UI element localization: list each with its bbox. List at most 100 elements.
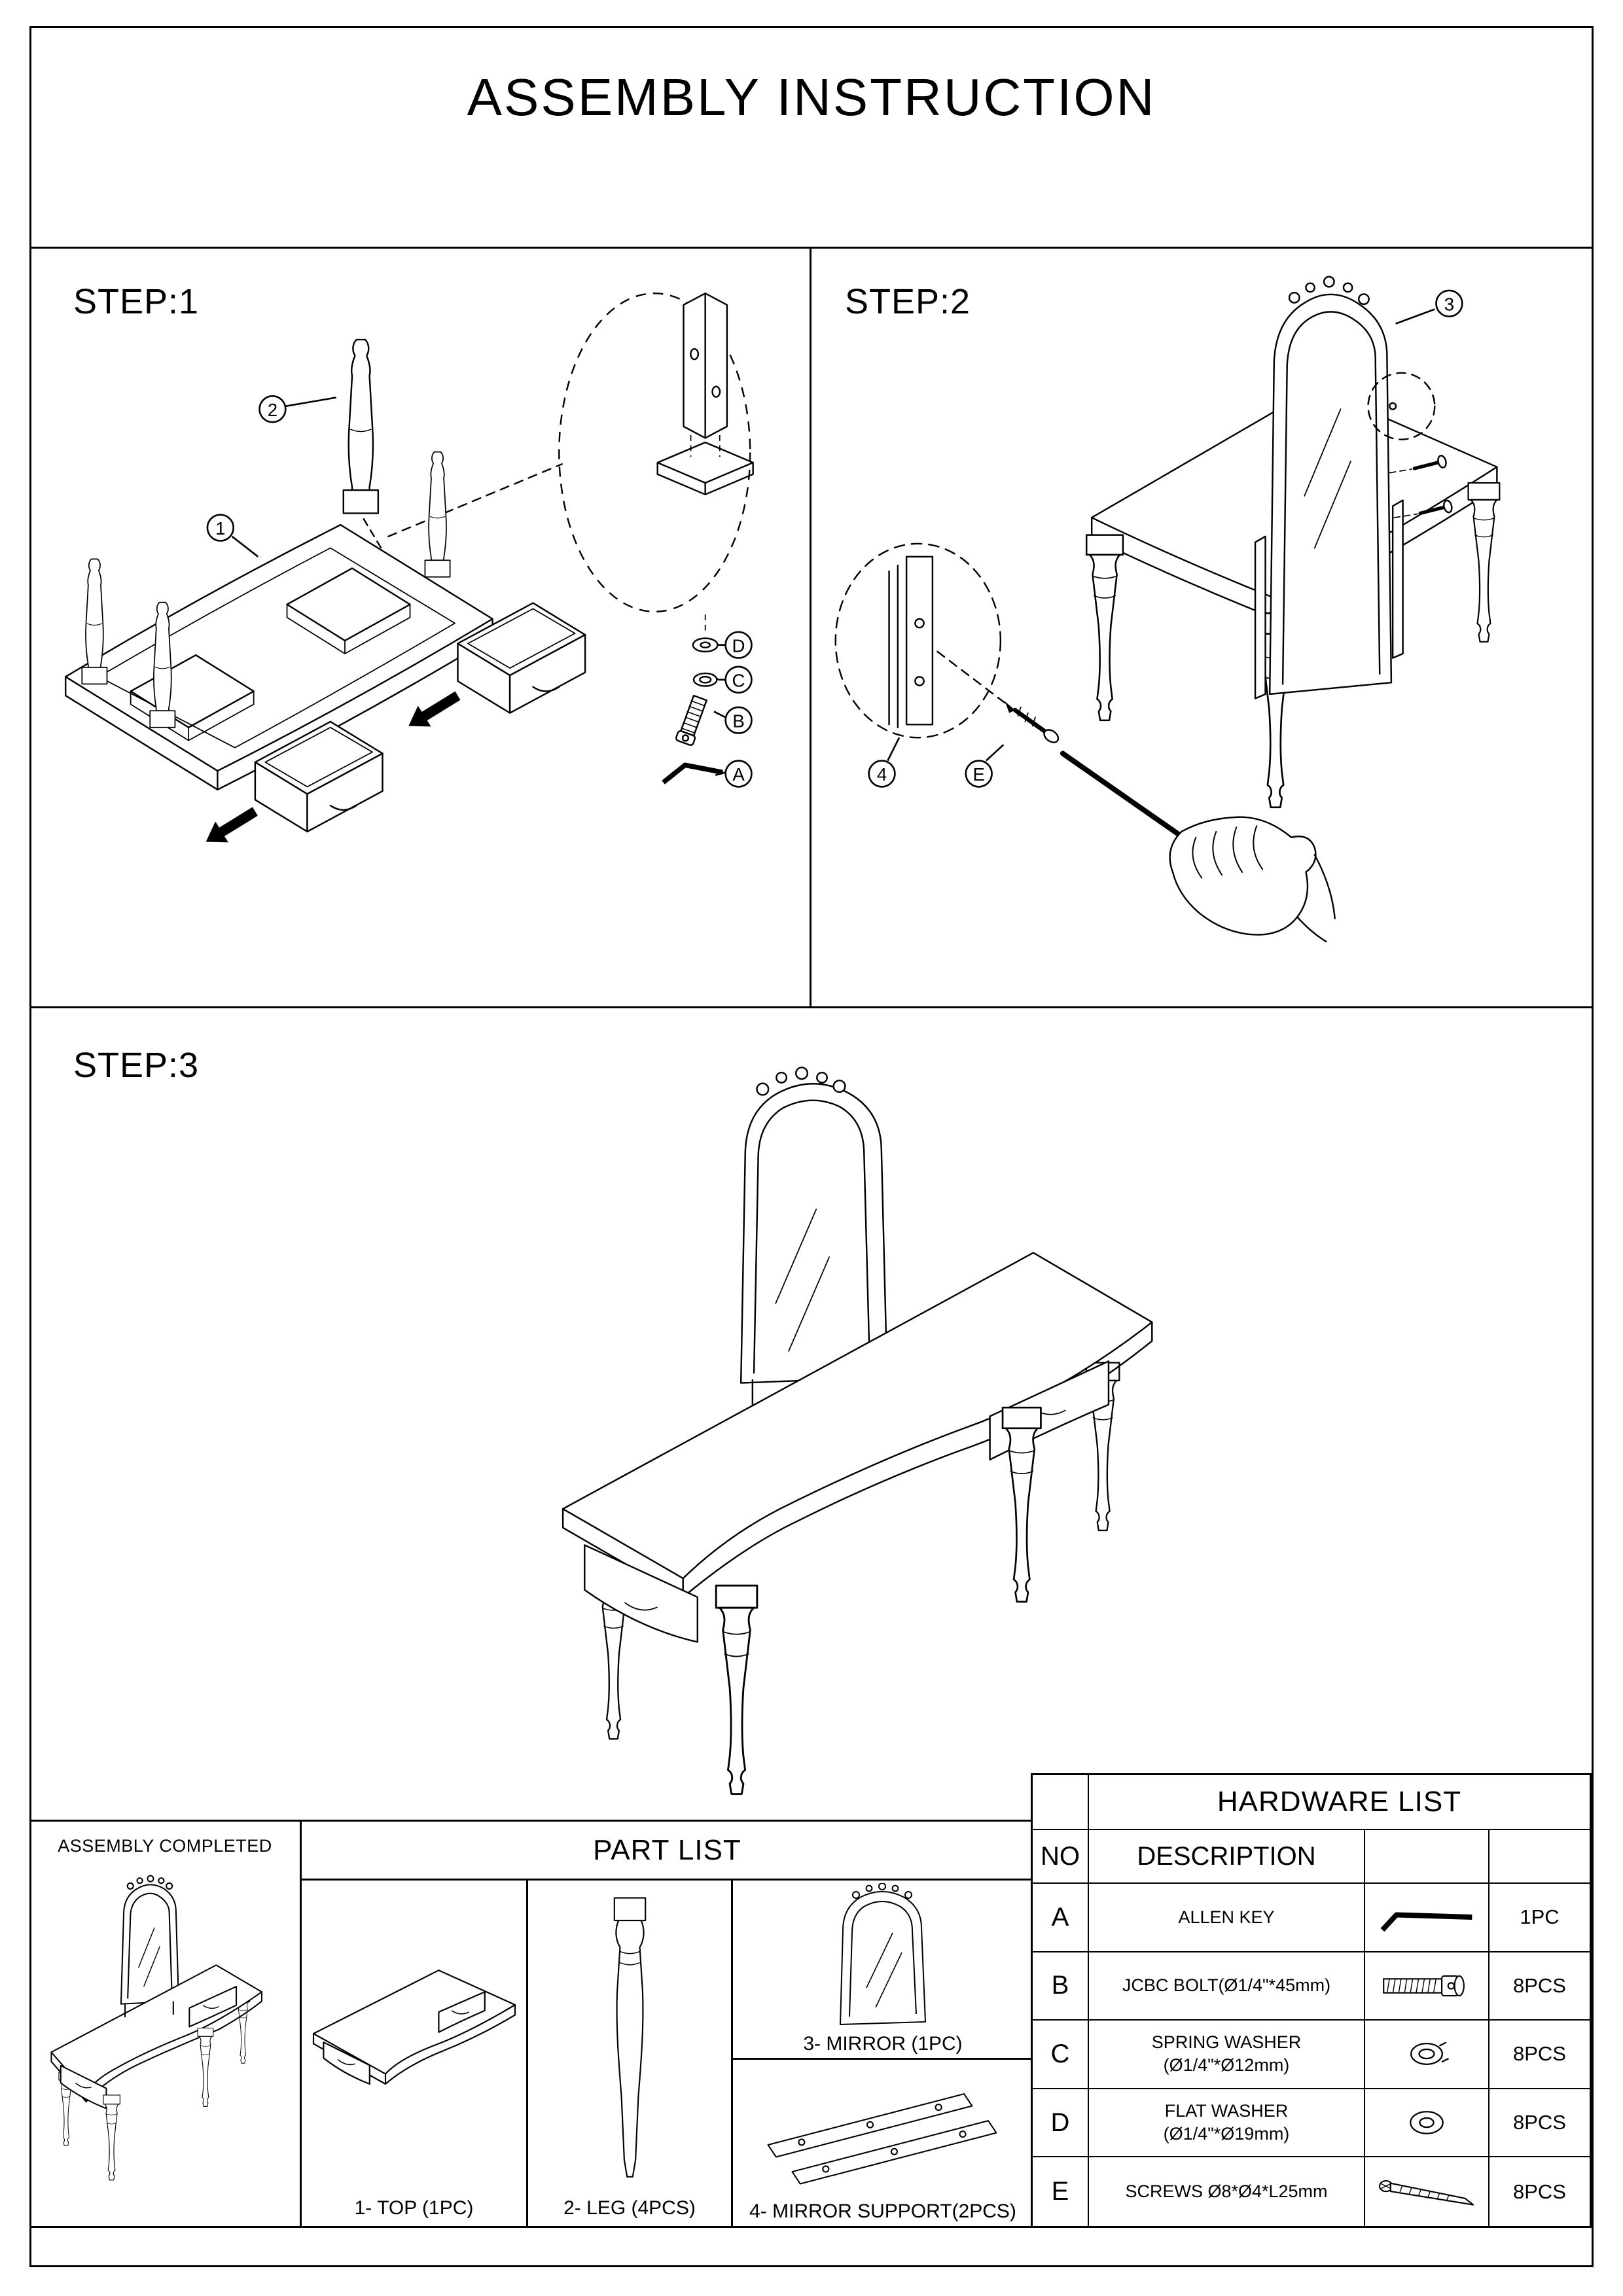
table-body-drawing [64,338,586,843]
screw-guide-line [931,646,1006,704]
callout-hardware-d: D [718,631,753,659]
hw-row-description: JCBC BOLT(Ø1/4"*45mm) [1089,1952,1365,2021]
part-mirror-support-cell: 4- MIRROR SUPPORT(2PCS) [733,2060,1033,2225]
direction-arrow [408,691,461,727]
svg-text:C: C [732,670,745,690]
step1-diagram: 1 2 D C B [64,292,754,843]
hardware-stack [662,614,723,785]
svg-text:E: E [972,764,984,785]
part-mirror-cell: 3- MIRROR (1PC) [733,1882,1033,2060]
hw-row-no: A [1033,1884,1089,1952]
hw-row-description: SPRING WASHER (Ø1/4"*Ø12mm) [1089,2021,1365,2089]
callout-part3: 3 [1395,289,1463,325]
leg-part-floating [342,338,382,549]
flat-washer-icon [1410,2111,1444,2135]
screw-e-drawing [1005,701,1060,743]
hw-row-no: B [1033,1952,1089,2021]
step2-panel: STEP:2 [812,249,1592,1008]
table-with-mirror-drawing [834,275,1501,943]
part-list-panel: PART LIST [302,1822,1033,2226]
spring-washer-icon [692,672,719,687]
hardware-list-table: HARDWARE LIST NO DESCRIPTION A ALLEN KEY… [1031,1773,1592,2228]
step1-callouts: 1 2 D C B [206,395,753,788]
part-leg-cell: 2- LEG (4PCS) [528,1881,733,2226]
hw-row-no: D [1033,2089,1089,2158]
completed-vanity-drawing [562,1067,1153,1795]
part-top-label: 1- TOP (1PC) [354,2197,474,2219]
step3-diagram [562,1067,1153,1795]
document-frame: ASSEMBLY INSTRUCTION STEP:1 [29,26,1594,2267]
screw-icon [1389,455,1453,518]
hw-col-qty [1489,1830,1590,1884]
step1-label: STEP:1 [73,282,200,321]
hw-col-image [1365,1830,1489,1884]
callout-part1: 1 [206,514,259,557]
hw-row-image [1365,2089,1489,2158]
svg-text:B: B [732,711,744,731]
hw-row-qty: 1PC [1489,1884,1590,1952]
part-mirror-label: 3- MIRROR (1PC) [803,2032,963,2055]
hw-row-description: FLAT WASHER (Ø1/4"*Ø19mm) [1089,2089,1365,2158]
callout-hardware-c: C [718,665,753,694]
mirror-part-drawing [1268,275,1393,696]
svg-text:A: A [732,764,745,785]
svg-text:D: D [732,635,745,656]
hw-row-image [1365,1952,1489,2021]
hw-row-image [1365,2021,1489,2089]
step1-panel: STEP:1 [31,249,812,1008]
page-title: ASSEMBLY INSTRUCTION [467,68,1156,126]
callout-hardware-e: E [965,744,1005,788]
assembly-completed-label: ASSEMBLY COMPLETED [58,1836,272,1856]
part-mirror-support-label: 4- MIRROR SUPPORT(2PCS) [749,2200,1016,2222]
hw-col-description: DESCRIPTION [1089,1830,1365,1884]
step3-label: STEP:3 [73,1046,200,1085]
svg-text:2: 2 [268,400,277,420]
part-list-title: PART LIST [302,1822,1033,1881]
mirror-support-part [767,2093,997,2185]
hw-col-no: NO [1033,1830,1089,1884]
mirror-part [840,1883,926,2025]
allen-key-icon [662,762,723,785]
hw-row-qty: 8PCS [1513,2180,1566,2203]
title-band: ASSEMBLY INSTRUCTION [31,28,1592,249]
attachment-detail-circle [1367,372,1436,440]
drawer [584,1544,699,1643]
bolt-icon [1383,1975,1465,1997]
hw-row-description: SCREWS Ø8*Ø4*L25mm [1089,2157,1365,2226]
hw-row-qty: 8PCS [1489,1952,1590,2021]
hw-row-no: C [1033,2021,1089,2089]
hw-row-description: ALLEN KEY [1089,1884,1365,1952]
step2-callouts: 3 4 E [868,289,1463,788]
part-top-cell: 1- TOP (1PC) [302,1881,528,2226]
callout-part2: 2 [259,395,336,423]
mirror-support-bar [1254,499,1404,699]
leg-part [613,1897,646,2178]
table-top-part [312,1969,516,2085]
hw-row-no: E [1033,2157,1089,2226]
part-leg-label: 2- LEG (4PCS) [563,2197,696,2219]
flat-washer-icon [692,637,719,653]
svg-text:3: 3 [1444,294,1454,314]
mirror-part-drawing [740,1067,888,1384]
screw-icon [1378,2180,1474,2206]
leg-detail-circle [558,292,754,613]
allen-key-icon [1380,1912,1472,1932]
callout-part4: 4 [868,737,901,788]
hw-row-image [1365,1884,1489,1952]
hand-illustration [1169,816,1336,943]
part-mirror-column: 3- MIRROR (1PC) 4- M [733,1881,1033,2226]
svg-text:1: 1 [215,518,225,539]
support-detail-circle [834,542,1002,739]
spring-washer-icon [1410,2041,1450,2066]
step2-label: STEP:2 [845,282,971,321]
bolt-icon [675,694,707,746]
step3-band: STEP:3 [31,1008,1592,1820]
part-list-columns: 1- TOP (1PC) 2- LEG (4PCS) [302,1881,1033,2226]
hw-row-qty: 8PCS [1489,2089,1590,2158]
step2-diagram: 3 4 E [834,275,1501,943]
hw-corner-cell [1033,1775,1089,1830]
assembly-completed-panel: ASSEMBLY COMPLETED [31,1822,302,2226]
hw-row-image [1365,2157,1489,2226]
svg-text:4: 4 [877,764,887,785]
